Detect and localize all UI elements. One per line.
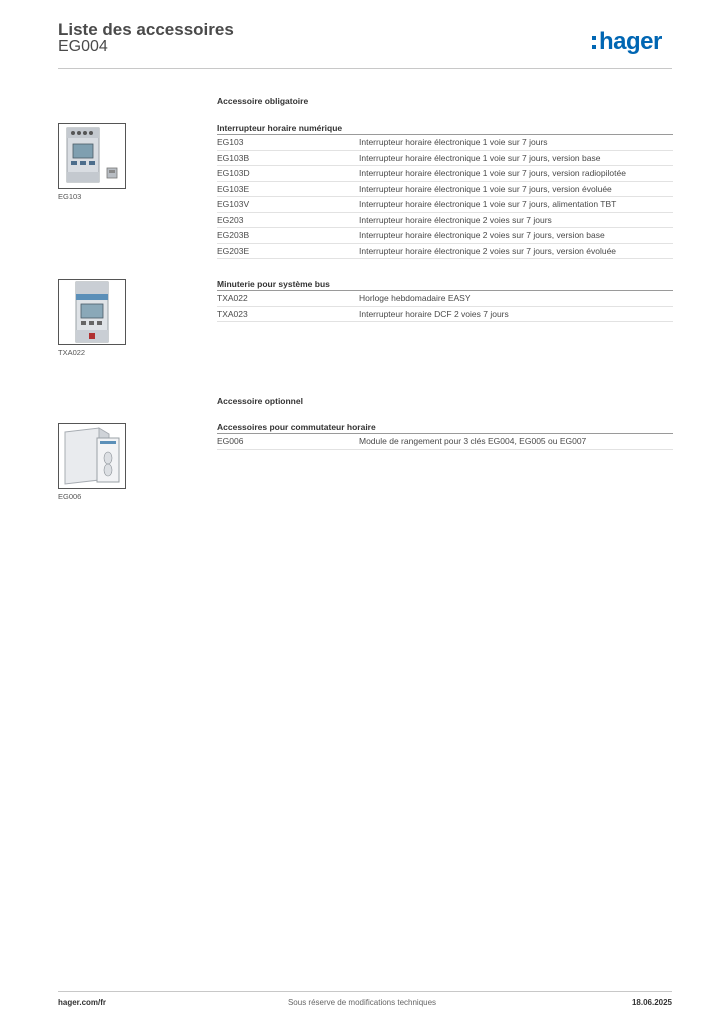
description-cell: Interrupteur horaire électronique 1 voie… xyxy=(359,183,612,194)
description-cell: Interrupteur horaire électronique 2 voie… xyxy=(359,214,552,225)
description-cell: Horloge hebdomadaire EASY xyxy=(359,293,471,303)
logo-dots-icon xyxy=(592,35,596,49)
accessory-group-switch-accessories: Accessoires pour commutateur horaire EG0… xyxy=(217,422,673,450)
table-row: EG103 Interrupteur horaire électronique 1… xyxy=(217,135,673,151)
table-row: EG006 Module de rangement pour 3 clés EG0… xyxy=(217,434,673,450)
description-cell: Interrupteur horaire électronique 2 voie… xyxy=(359,230,605,240)
description-cell: Interrupteur horaire DCF 2 voies 7 jours xyxy=(359,308,509,319)
table-row: EG103B Interrupteur horaire électronique … xyxy=(217,151,673,166)
footer-website-link[interactable]: hager.com/fr xyxy=(58,998,107,1007)
table-row: EG203B Interrupteur horaire électronique … xyxy=(217,228,673,244)
description-cell: Interrupteur horaire électronique 1 voie… xyxy=(359,168,626,178)
reference-cell: EG103V xyxy=(217,199,250,209)
table-row: EG203 Interrupteur horaire électronique 2… xyxy=(217,213,673,228)
hager-logo[interactable]: hager xyxy=(592,27,662,57)
accessory-group-bus-timer: Minuterie pour système bus TXA022 Horloge… xyxy=(217,279,673,322)
image-caption: TXA022 xyxy=(58,348,86,357)
page-title: Liste des accessoires xyxy=(58,20,234,39)
storage-module-icon xyxy=(64,427,120,485)
reference-cell: EG203E xyxy=(217,245,250,256)
image-caption: EG006 xyxy=(58,492,82,501)
reference-cell: TXA022 xyxy=(217,293,248,303)
description-cell: Interrupteur horaire électronique 1 voie… xyxy=(359,199,617,209)
table-row: EG203E Interrupteur horaire électronique … xyxy=(217,244,673,259)
reference-cell: EG006 xyxy=(217,436,244,446)
logo-text: hager xyxy=(599,28,662,55)
reference-cell: EG103B xyxy=(217,152,250,163)
table-row: TXA022 Horloge hebdomadaire EASY xyxy=(217,291,673,307)
section-heading-optional: Accessoire optionnel xyxy=(217,396,303,406)
product-image-txa022 xyxy=(58,279,126,345)
product-image-eg006 xyxy=(58,423,126,489)
description-cell: Module de rangement pour 3 clés EG004, E… xyxy=(359,436,587,446)
reference-cell: TXA023 xyxy=(217,308,248,319)
product-image-eg103 xyxy=(58,123,126,189)
bus-clock-device-icon xyxy=(75,281,109,343)
group-title: Accessoires pour commutateur horaire xyxy=(217,422,673,434)
group-title: Interrupteur horaire numérique xyxy=(217,123,673,135)
description-cell: Interrupteur horaire électronique 1 voie… xyxy=(359,137,548,147)
footer-divider xyxy=(58,991,672,992)
header-divider xyxy=(58,68,672,69)
reference-cell: EG203 xyxy=(217,214,244,225)
reference-cell: EG103 xyxy=(217,137,244,147)
reference-cell: EG103D xyxy=(217,168,250,178)
time-switch-device-icon xyxy=(66,127,118,183)
description-cell: Interrupteur horaire électronique 2 voie… xyxy=(359,245,617,256)
reference-cell: EG103E xyxy=(217,183,250,194)
description-cell: Interrupteur horaire électronique 1 voie… xyxy=(359,152,601,163)
reference-cell: EG203B xyxy=(217,230,250,240)
footer-notice: Sous réserve de modifications techniques xyxy=(287,998,437,1007)
section-heading-mandatory: Accessoire obligatoire xyxy=(217,96,309,106)
footer-date: 18.06.2025 xyxy=(631,998,672,1007)
image-caption: EG103 xyxy=(58,192,82,201)
table-row: TXA023 Interrupteur horaire DCF 2 voies 7… xyxy=(217,307,673,322)
product-reference: EG004 xyxy=(58,38,108,55)
group-title: Minuterie pour système bus xyxy=(217,279,673,291)
table-row: EG103V Interrupteur horaire électronique … xyxy=(217,197,673,213)
table-row: EG103E Interrupteur horaire électronique … xyxy=(217,182,673,197)
table-row: EG103D Interrupteur horaire électronique … xyxy=(217,166,673,182)
